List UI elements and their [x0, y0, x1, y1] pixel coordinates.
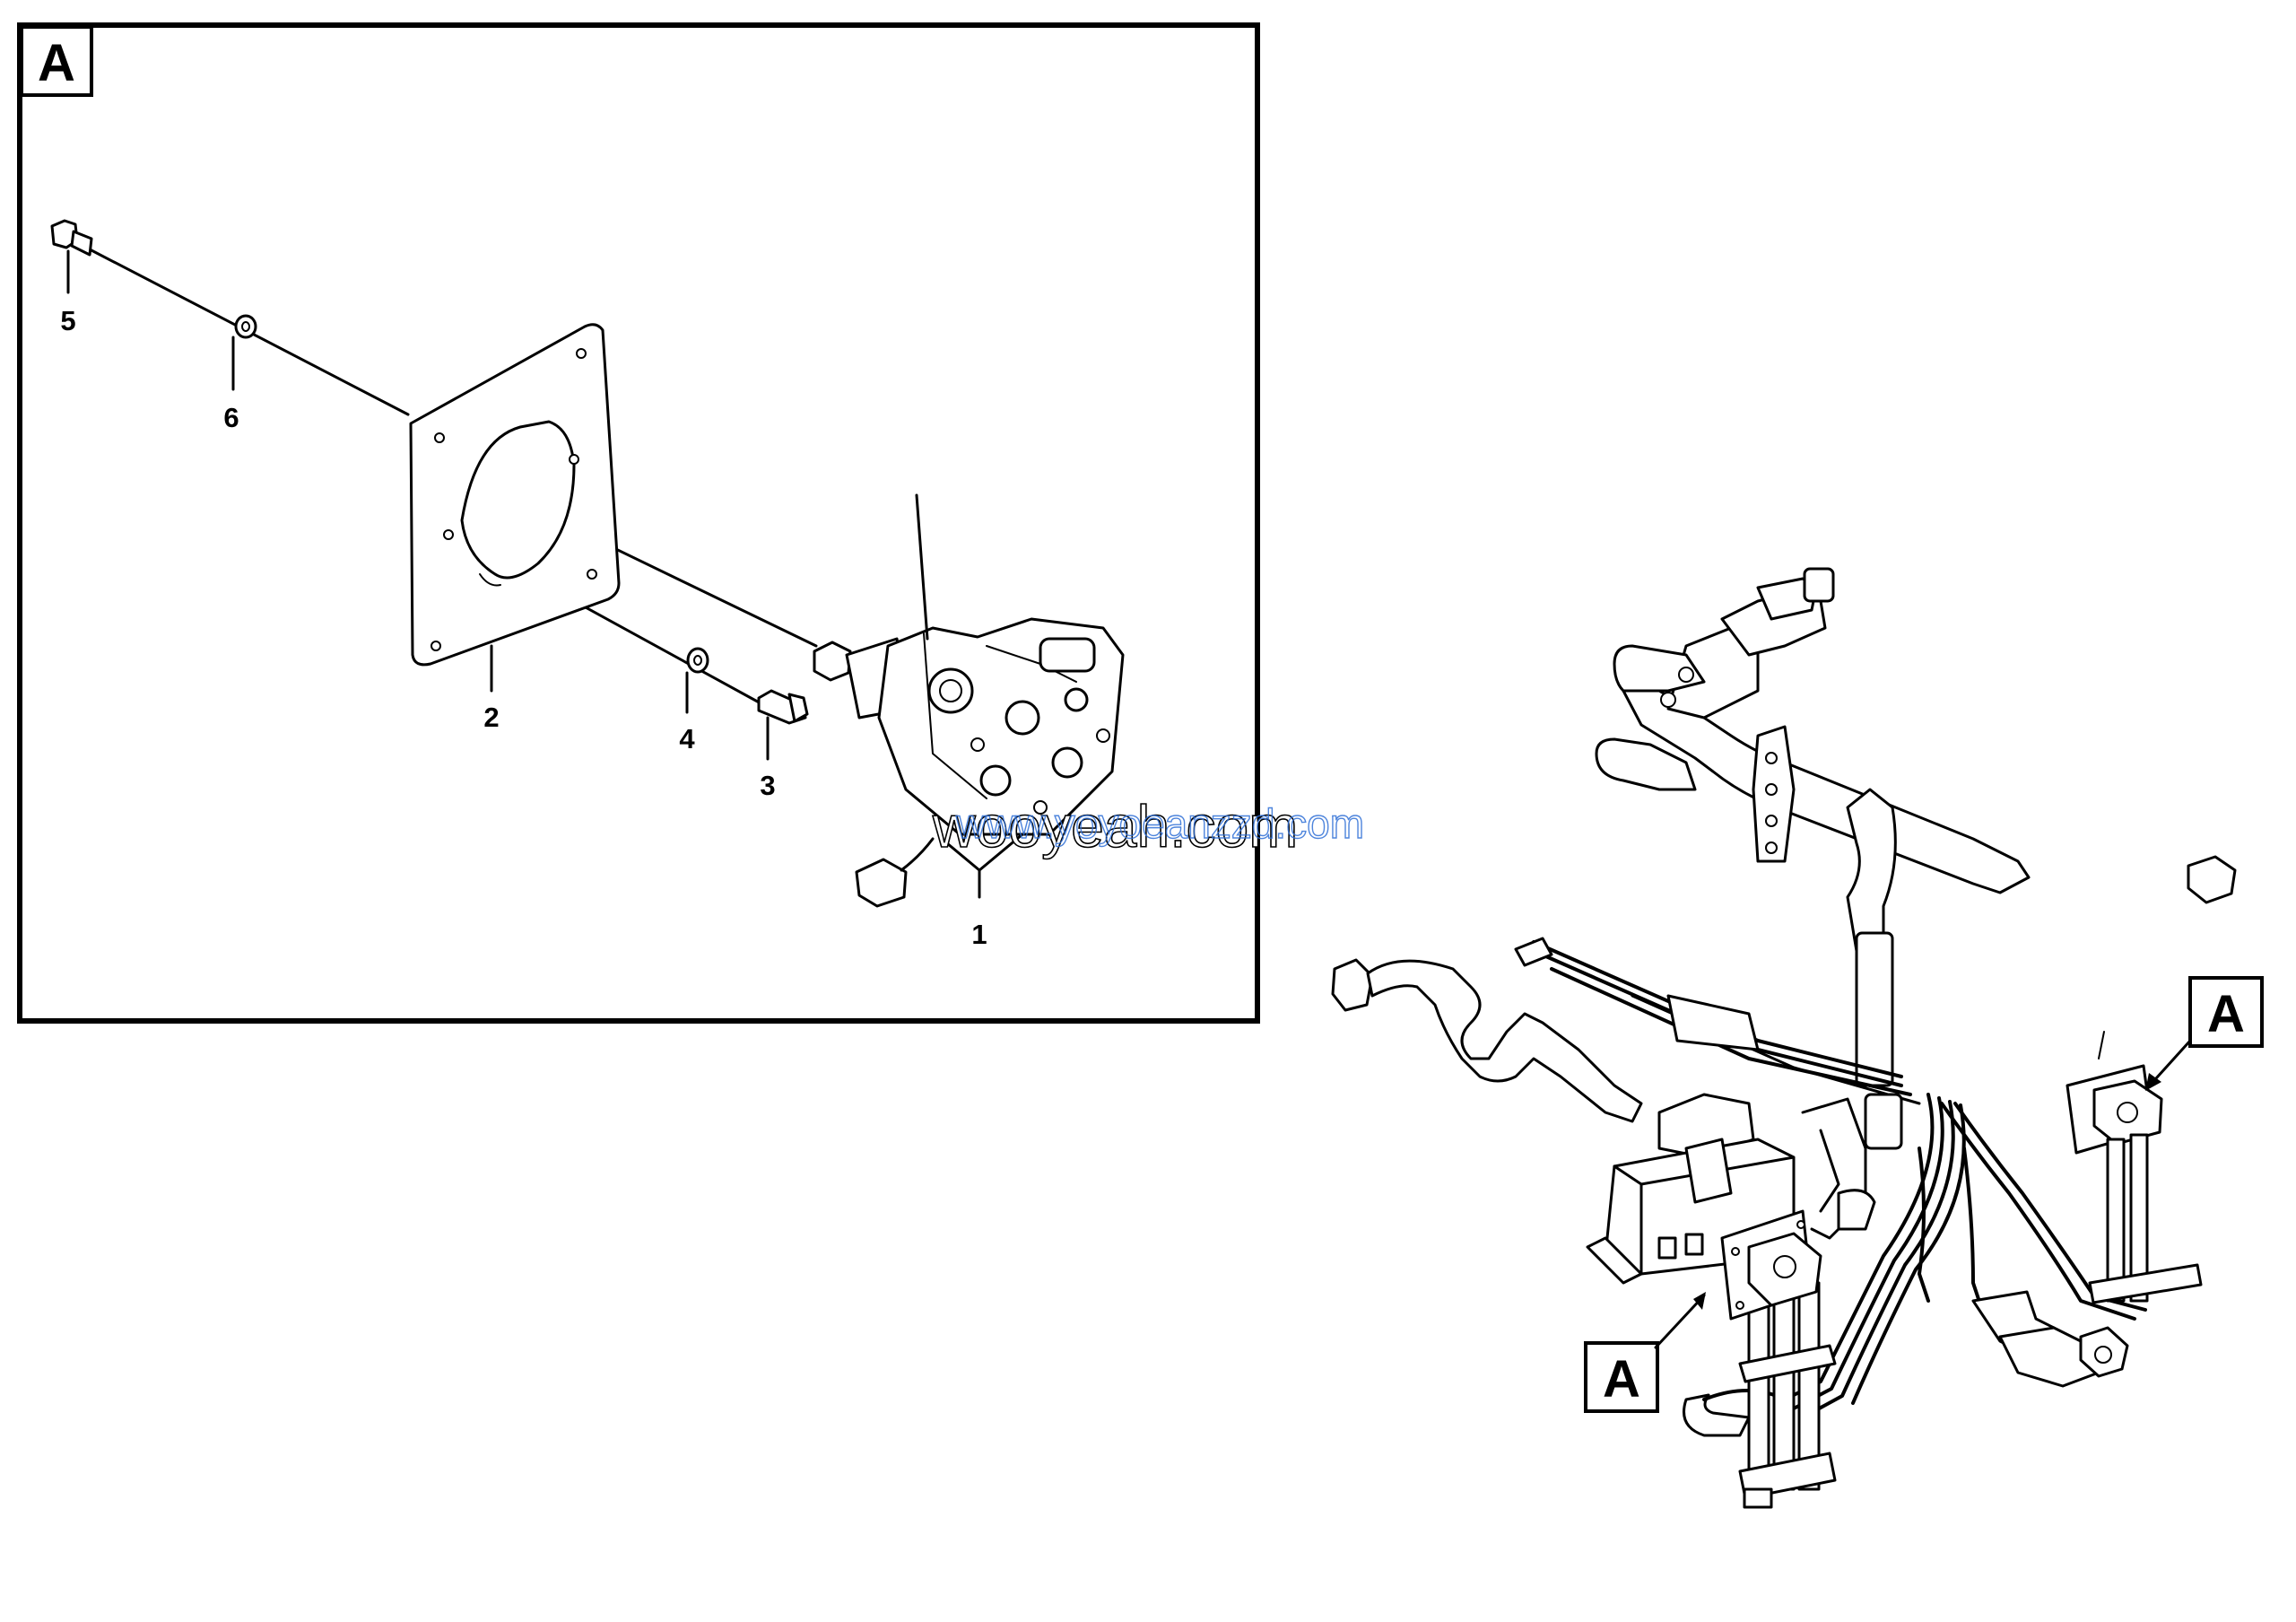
callout-6: 6 — [223, 402, 239, 433]
callout-2: 2 — [483, 702, 499, 733]
hydraulic-motor-1 — [813, 617, 1125, 908]
leader-1-branches — [940, 833, 1024, 872]
overview-motor-left — [1720, 1209, 1822, 1321]
detail-view-a: A — [17, 22, 1260, 1024]
detail-frame — [17, 22, 1260, 1024]
callout-5: 5 — [60, 305, 75, 336]
callout-1: 1 — [971, 919, 987, 950]
overview-label-right-box — [2188, 976, 2264, 1048]
watermark-back: wooyeah.com — [932, 793, 1298, 859]
detail-label: A — [38, 34, 75, 92]
overview-leader-left — [1654, 1294, 1706, 1349]
watermark: wooyeah.com www.yoyoeanzzd.com — [931, 792, 1365, 860]
upper-pipe-assembly — [1595, 567, 2237, 1087]
callout-4: 4 — [679, 723, 695, 754]
lower-hose-assembly — [1683, 1093, 2147, 1509]
overview-label-left: A — [1603, 1350, 1640, 1408]
left-hose-assembly — [1331, 937, 1921, 1123]
overview-label-right: A — [2207, 985, 2245, 1043]
overview-arrow-left — [1693, 1292, 1706, 1310]
leader-1-top — [915, 493, 929, 641]
overview-assembly: A A — [1331, 567, 2264, 1509]
watermark-front: www.yoyoeanzzd.com — [955, 800, 1364, 847]
overview-motor-right — [2066, 1031, 2203, 1304]
bolt-5 — [50, 219, 93, 257]
detail-label-box — [20, 25, 93, 97]
overview-arrow-right — [2145, 1073, 2161, 1091]
callout-3: 3 — [760, 770, 775, 801]
mounting-plate-2 — [409, 323, 621, 667]
overview-label-left-box — [1584, 1341, 1659, 1413]
bolt-3 — [757, 689, 809, 725]
